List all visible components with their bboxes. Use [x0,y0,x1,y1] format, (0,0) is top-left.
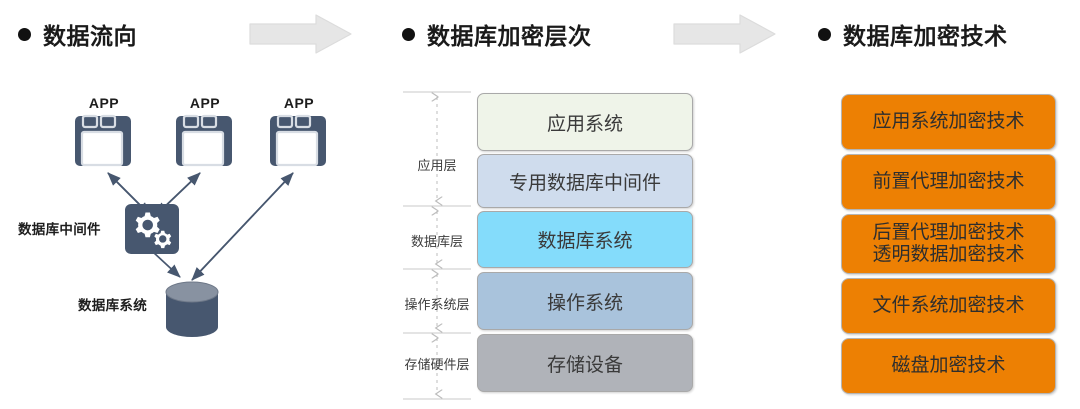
section-header-encryption-layers: 数据库加密层次 [402,17,592,51]
tech-box-label: 前置代理加密技术 [872,170,1025,192]
app-node: APP [73,95,135,173]
app-window-icon [176,114,232,167]
layer-box-label: 数据库系统 [537,231,633,252]
app-window-icon [75,114,131,167]
tech-box-label: 应用系统加密技术 [872,110,1025,132]
layer-axis-label: 应用层 [417,158,457,173]
database-cylinder-icon [165,281,219,337]
bullet-icon [18,27,31,41]
gears-icon [125,204,179,254]
app-node-label: APP [283,95,315,111]
tech-box-back-proxy-and-tde[interactable]: 后置代理加密技术 透明数据加密技术 [841,214,1056,274]
layer-box-operating-system[interactable]: 操作系统 [477,272,693,330]
section-title: 数据库加密技术 [843,23,1008,49]
section-title: 数据库加密层次 [427,23,592,49]
tech-box-label: 文件系统加密技术 [872,294,1025,316]
tech-box-label-line1: 后置代理加密技术 [872,221,1025,243]
app-window-icon [270,114,326,167]
app-node-label: APP [88,95,120,111]
layer-box-dedicated-db-middleware[interactable]: 专用数据库中间件 [477,154,693,208]
layer-axis-label: 操作系统层 [404,297,470,312]
app-node-label: APP [189,95,221,111]
layer-range-axis [403,91,471,400]
tech-box-front-proxy-encryption[interactable]: 前置代理加密技术 [841,154,1056,210]
right-block-arrow-icon [249,14,352,54]
layer-box-label: 应用系统 [546,113,623,135]
layer-box-label: 存储设备 [546,354,623,376]
app-node: APP [174,95,236,173]
layer-box-label: 操作系统 [546,292,623,314]
tech-box-file-system-encryption[interactable]: 文件系统加密技术 [841,278,1056,334]
bullet-icon [402,27,415,41]
layer-axis-label: 存储硬件层 [404,357,470,372]
tech-box-label-line2: 透明数据加密技术 [872,244,1025,265]
section-title: 数据流向 [43,23,137,49]
section-header-data-flow: 数据流向 [18,17,137,51]
layer-box-application-system[interactable]: 应用系统 [477,93,693,151]
section-header-encryption-tech: 数据库加密技术 [818,17,1008,51]
app-node: APP [268,95,330,173]
right-block-arrow-icon [673,14,776,54]
layer-box-database-system[interactable]: 数据库系统 [477,211,693,268]
layer-box-label: 专用数据库中间件 [508,172,661,194]
tech-box-label: 磁盘加密技术 [891,354,1006,376]
tech-box-application-system-encryption[interactable]: 应用系统加密技术 [841,94,1056,150]
layer-axis-label: 数据库层 [410,234,463,249]
database-label: 数据库系统 [78,298,147,313]
tech-box-disk-encryption[interactable]: 磁盘加密技术 [841,338,1056,394]
bullet-icon [818,27,831,41]
layer-box-storage-device[interactable]: 存储设备 [477,334,693,392]
middleware-label: 数据库中间件 [18,222,101,237]
